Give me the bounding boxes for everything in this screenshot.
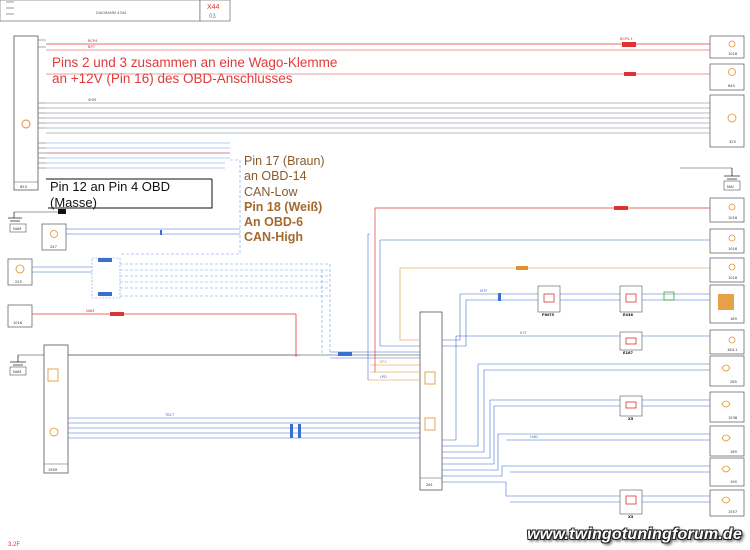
wire-label-h4d: H4D xyxy=(530,435,538,439)
wire-label-ep2: EP2 xyxy=(380,360,387,364)
ground-mai xyxy=(680,167,741,191)
annotation-black-line-2: (Masse) xyxy=(50,194,97,210)
component-653 xyxy=(13,35,39,191)
annotation-brown-line-5: An OBD-6 xyxy=(244,215,304,229)
annotation-brown-line-4: Pin 18 (Weiß) xyxy=(244,199,323,214)
title-box-text: DIAGRAMM 4344 xyxy=(96,11,127,15)
component-1016-a-label: 1016 xyxy=(13,321,23,325)
ground-nam-left xyxy=(8,211,64,233)
component-225 xyxy=(7,258,33,286)
component-261-label: 261 xyxy=(426,483,433,487)
component-225-label: 225 xyxy=(15,280,22,284)
component-247-label: 247 xyxy=(50,245,57,249)
inline-components xyxy=(537,285,643,515)
annotation-black-line-1: Pin 12 an Pin 4 OBD xyxy=(50,179,170,194)
annotation-brown-line-6: CAN-High xyxy=(244,230,304,245)
speaker-icon xyxy=(718,294,734,310)
component-325-label: 325 xyxy=(729,140,736,144)
connector-title: X44 xyxy=(207,4,220,11)
label-pin75: PIN75 xyxy=(542,313,554,317)
component-247 xyxy=(41,223,67,251)
annotation-black-line xyxy=(48,179,213,209)
annotation-red-line-2: an +12V (Pin 16) des OBD-Anschlusses xyxy=(52,71,293,87)
annotation-brown-line-1: Pin 17 (Braun) xyxy=(244,154,325,168)
label-x3: X3 xyxy=(628,515,634,519)
component-265-label: 265 xyxy=(730,380,737,384)
annotation-pins-17-18: Pin 17 (Braun) an OBD-14 CAN-Low Pin 18 … xyxy=(244,154,325,246)
wire-label-lpd: LPD xyxy=(380,375,387,379)
component-190-label: 190 xyxy=(730,480,738,484)
component-653-label: 653 xyxy=(20,185,27,189)
annotation-brown-line-3: CAN-Low xyxy=(244,184,298,199)
ground-nam-left-label: NAM xyxy=(13,227,21,231)
component-184-label: 184-1 xyxy=(727,348,737,352)
wire-label-m7f: M7F xyxy=(480,289,487,293)
wire-label-k7f: K7F xyxy=(520,331,527,335)
fuse-top xyxy=(622,42,636,47)
component-189b-label: 189 xyxy=(730,450,738,454)
component-1016-r2-label: 1016 xyxy=(728,247,738,251)
footer-site-watermark: www.twingotuningforum.de xyxy=(527,526,742,543)
connector-sub: 03 xyxy=(209,14,216,20)
component-325 xyxy=(709,94,745,148)
component-1016-r1-label: 1016 xyxy=(728,216,738,220)
page-reference: 3.2F xyxy=(8,542,21,548)
wire-label-bcp4: BCP4 xyxy=(88,39,98,43)
ground-mai-label: MAI xyxy=(727,185,734,189)
ground-nam-mid-label: NAM xyxy=(13,370,21,374)
component-1557-label: 1557 xyxy=(728,510,737,514)
component-1959-label: 1959 xyxy=(48,468,58,472)
component-1538-label: 1538 xyxy=(728,416,738,420)
annotation-pins-2-3: Pins 2 und 3 zusammen an eine Wago-Klemm… xyxy=(52,55,337,88)
component-653-icon xyxy=(21,119,31,129)
label-e436: E436 xyxy=(623,313,633,317)
wire-label-nam: NAM xyxy=(86,309,94,313)
wire-label-spl: BCP4-1 xyxy=(620,37,633,41)
footer-band xyxy=(0,524,750,550)
wire-label-bp7: BP7 xyxy=(88,45,95,49)
component-1016-a xyxy=(7,304,33,328)
annotation-brown-line-2: an OBD-14 xyxy=(244,169,307,184)
annotation-red-line-1: Pins 2 und 3 zusammen an eine Wago-Klemm… xyxy=(52,55,338,70)
wire-label-shm: SHM xyxy=(88,98,96,102)
label-e187: E187 xyxy=(623,351,633,355)
right-components xyxy=(709,197,745,517)
label-x5: X5 xyxy=(628,417,634,421)
component-189-label: 189 xyxy=(730,317,738,321)
component-1016-b-label: 1016 xyxy=(728,52,738,56)
annotation-pin-12: Pin 12 an Pin 4 OBD (Masse) xyxy=(50,179,170,211)
component-645-label: 645 xyxy=(728,84,735,88)
connector-header-box xyxy=(199,0,231,22)
component-261 xyxy=(419,311,443,491)
component-1016-r3-label: 1016 xyxy=(728,276,738,280)
wire-label-tb1t: TB1T xyxy=(164,413,175,417)
component-645 xyxy=(709,63,745,91)
component-1016-b xyxy=(709,35,745,59)
component-1959 xyxy=(43,344,69,474)
